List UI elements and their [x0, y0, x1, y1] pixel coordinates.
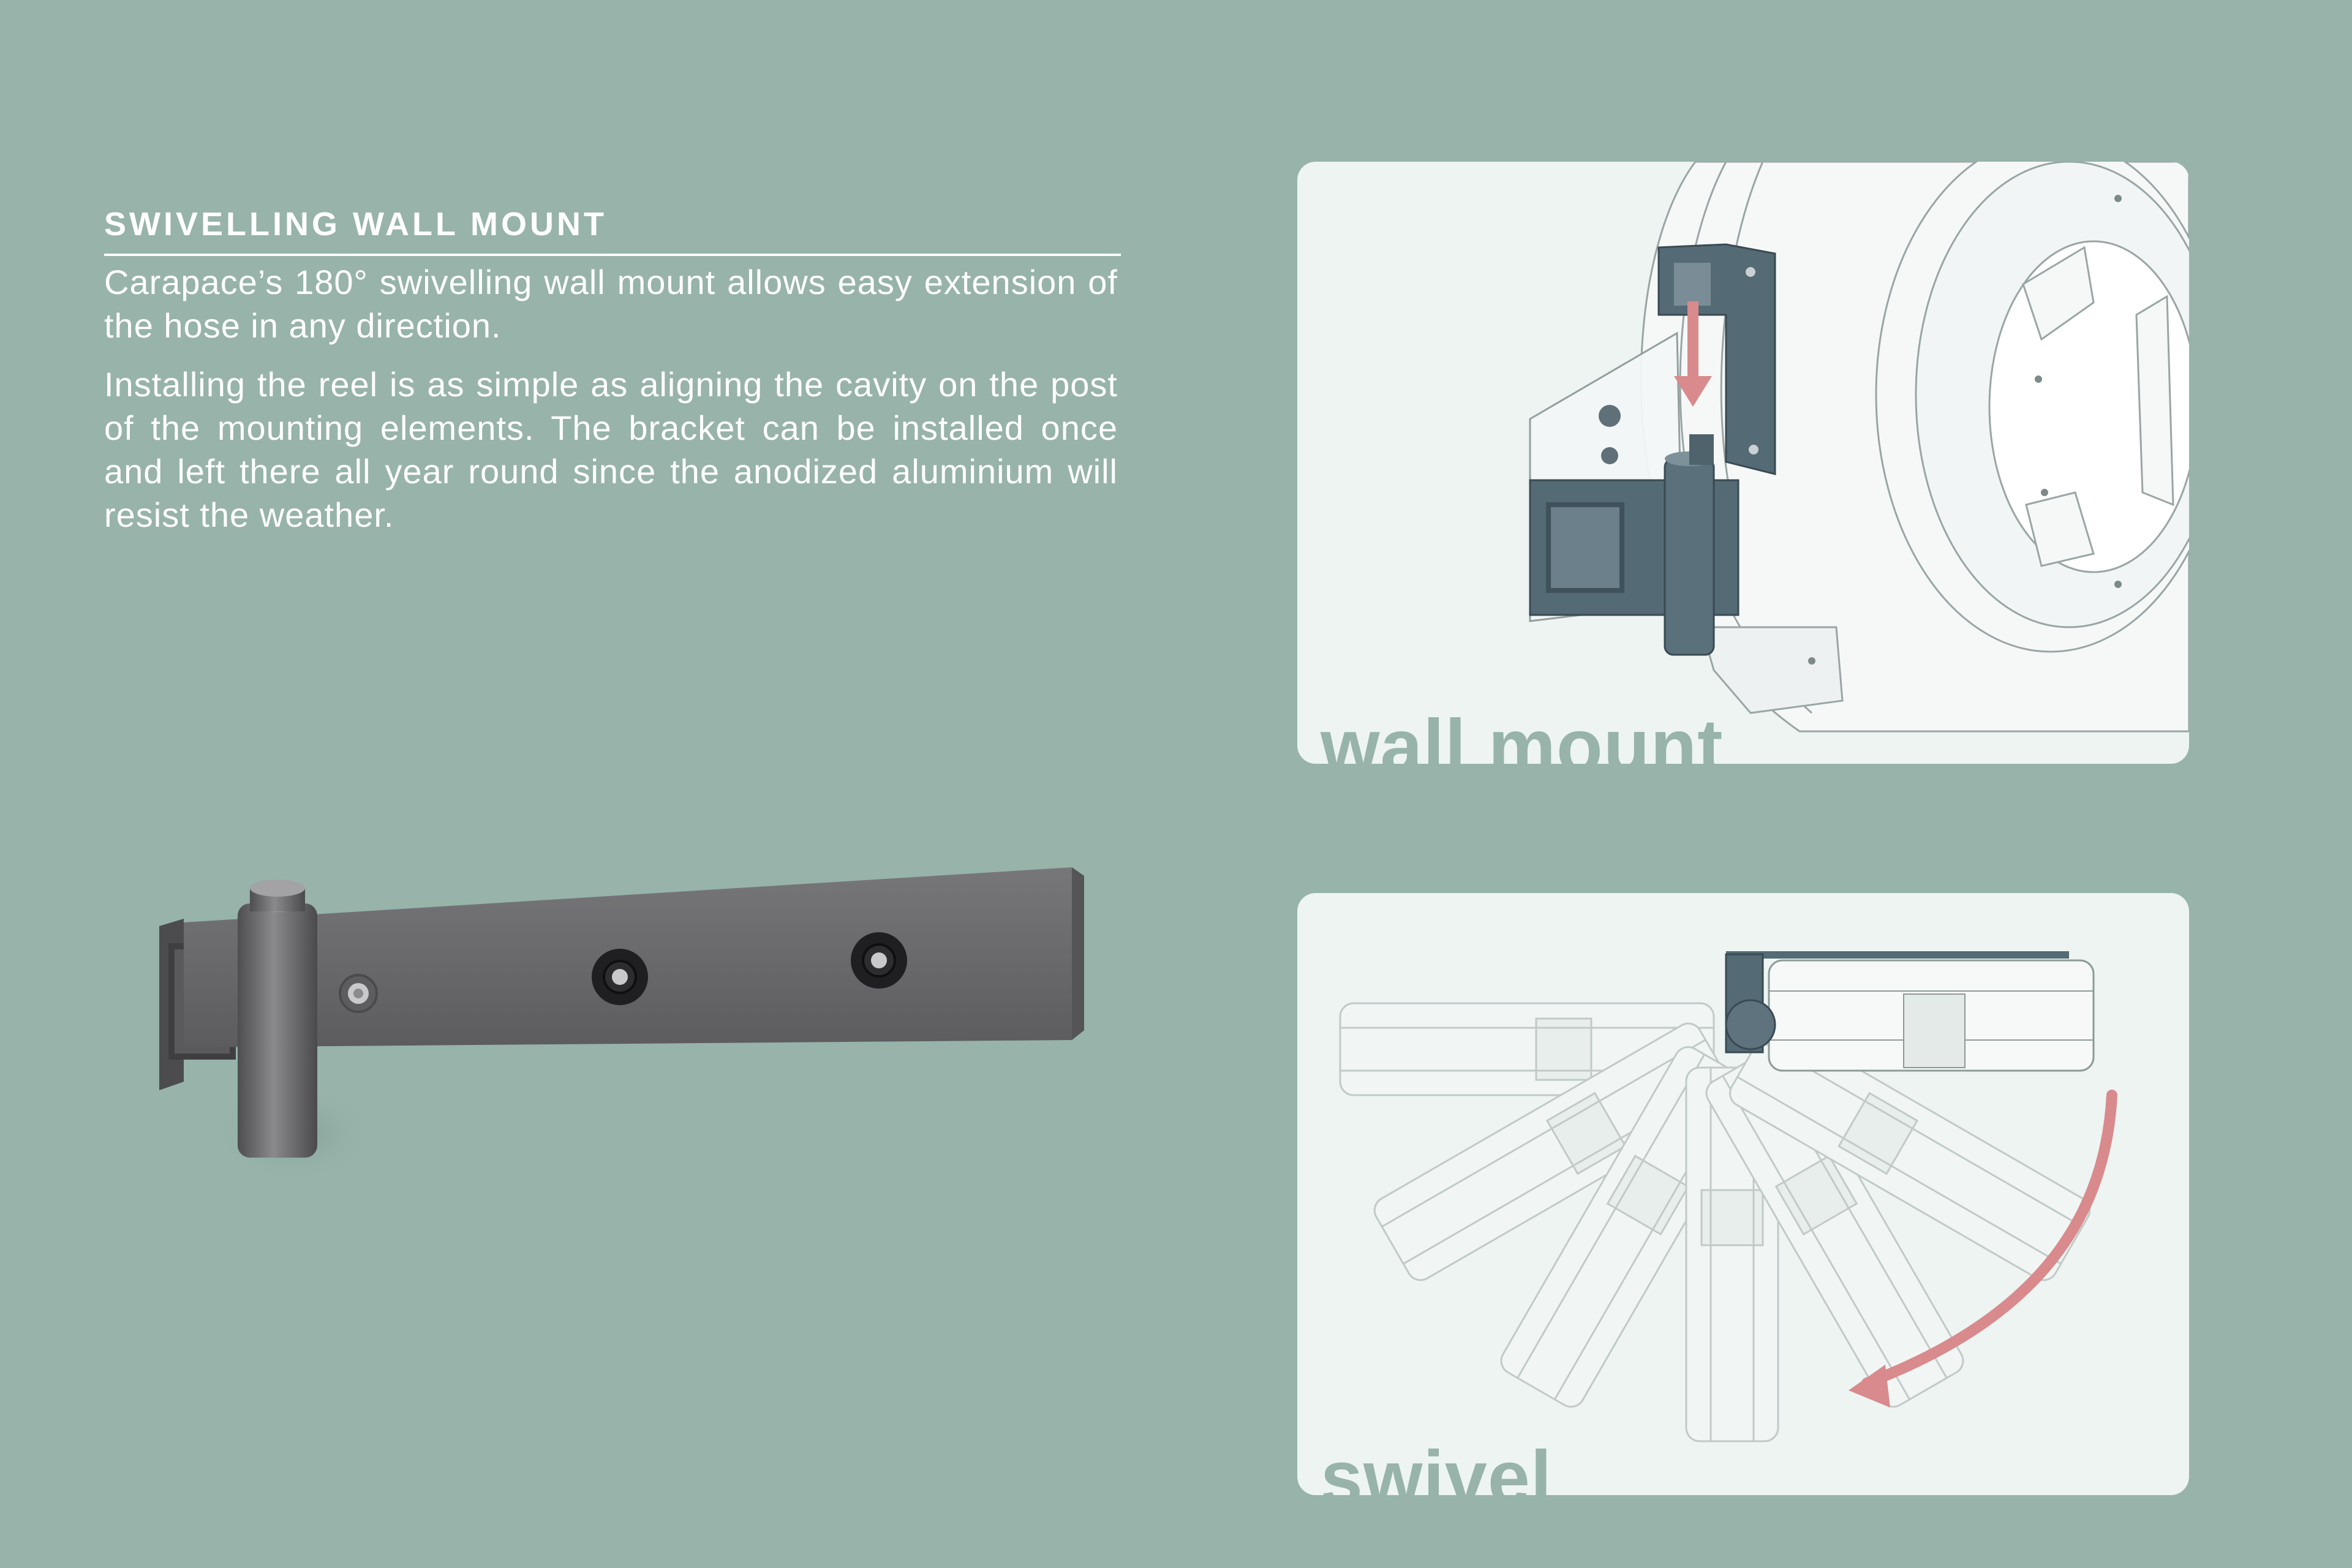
installation-paragraph: Installing the reel is as simple as alig…	[104, 365, 1118, 534]
wall-mount-illustration	[1529, 162, 2189, 733]
wall-bracket-image	[159, 867, 1084, 1182]
down-arrow-icon	[1674, 301, 1712, 407]
intro-paragraph: Carapace’s 180° swivelling wall mount al…	[104, 263, 1118, 345]
swivel-panel: swivel	[1297, 893, 2189, 1495]
hinge-post	[238, 903, 317, 1158]
swivel-arrow-icon	[1849, 1090, 2117, 1408]
ghost-reel-positions	[1339, 1002, 2091, 1442]
screw-icon	[339, 974, 378, 1013]
swivel-bracket	[1725, 953, 1776, 1054]
swivel-illustration	[1339, 951, 2117, 1442]
reel-current-position	[1726, 951, 2095, 1072]
section-heading: SWIVELLING WALL MOUNT	[104, 202, 1121, 256]
wall-mount-caption: wall mount	[1321, 704, 1724, 764]
grommet-icon	[592, 949, 648, 1005]
swivel-caption: swivel	[1321, 1436, 1553, 1495]
wall-bracket	[1529, 434, 1740, 656]
grommet-icon	[851, 932, 907, 989]
wall-mount-panel: wall mount	[1297, 162, 2189, 764]
